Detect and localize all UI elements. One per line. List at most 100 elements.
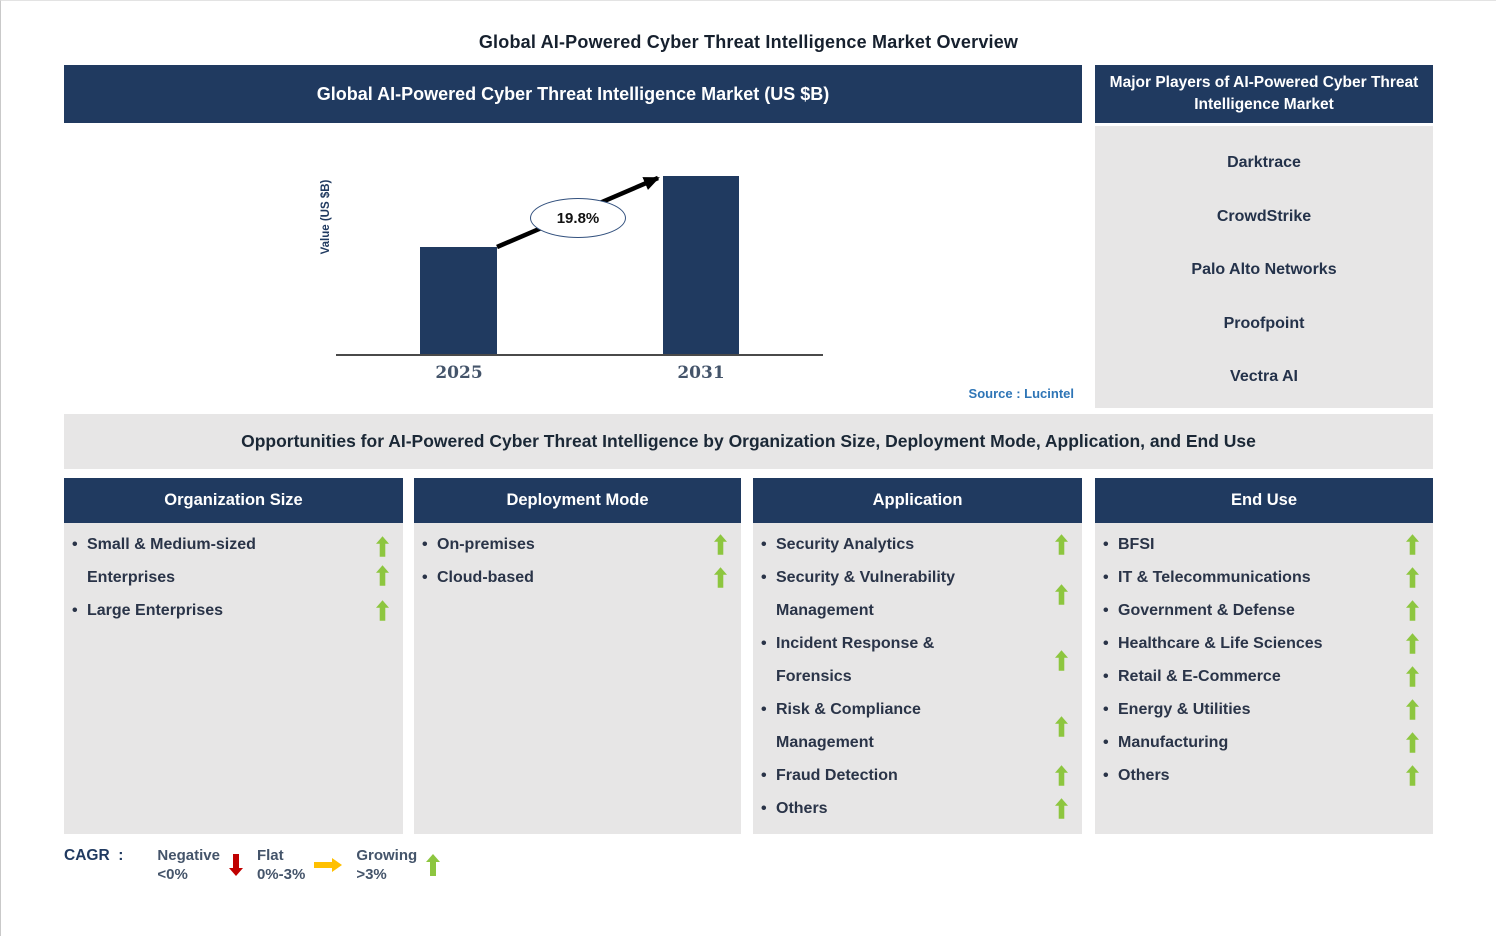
growth-up-arrow-icon [1055, 798, 1068, 819]
chart-panel-header: Global AI-Powered Cyber Threat Intellige… [64, 65, 1082, 123]
company-name: CrowdStrike [1216, 207, 1312, 225]
bullet-icon: • [1103, 601, 1109, 619]
x-tick-2031: 2031 [677, 363, 725, 383]
item-trend-arrows [1404, 627, 1421, 660]
legend-entry-name: Negative [157, 847, 220, 864]
opportunity-column-deployment-mode: Deployment Mode•On-premises•Cloud-based [414, 478, 741, 834]
legend-entry-range: <0% [157, 866, 188, 883]
item-label: BFSI [1118, 535, 1155, 553]
bullet-icon: • [422, 535, 428, 553]
item-trend-arrows [712, 561, 729, 594]
bullet-icon: • [1103, 634, 1109, 652]
list-item: • Government & Defense [1103, 594, 1421, 627]
opportunities-title: Opportunities for AI-Powered Cyber Threa… [241, 431, 1256, 452]
growth-up-arrow-icon [1055, 649, 1068, 671]
item-trend-arrows [1053, 759, 1070, 792]
list-item: •Cloud-based [422, 561, 729, 594]
page-title: Global AI-Powered Cyber Threat Intellige… [478, 32, 1019, 52]
bullet-icon: • [72, 601, 78, 619]
bullet-icon: • [761, 568, 767, 586]
legend-entry-range: 0%-3% [256, 866, 306, 883]
list-item: •Incident Response &Forensics [761, 627, 1070, 693]
growth-arrow [496, 175, 660, 250]
column-header: End Use [1095, 478, 1433, 523]
item-label: Others [1118, 766, 1170, 784]
column-header: Deployment Mode [414, 478, 741, 523]
chart-panel-title: Global AI-Powered Cyber Threat Intellige… [316, 83, 830, 104]
bullet-icon: • [1103, 535, 1109, 553]
down-trend-arrow-icon [228, 854, 243, 876]
column-body: •On-premises•Cloud-based [414, 523, 741, 834]
company-name: Darktrace [1227, 154, 1301, 171]
legend-entry-negative: Negative <0% [157, 846, 243, 884]
item-label: Security Analytics [776, 535, 915, 553]
growth-up-arrow-icon [1406, 699, 1419, 720]
x-axis-line [336, 354, 823, 356]
major-players-header: Major Players of AI-Powered Cyber Threat… [1095, 65, 1433, 123]
item-trend-arrows [1404, 660, 1421, 693]
item-label: Government & Defense [1118, 601, 1295, 619]
company-name: Proofpoint [1223, 314, 1305, 332]
list-item: • Energy & Utilities [1103, 693, 1421, 726]
legend-entry-range: >3% [356, 866, 387, 883]
bullet-icon: • [1103, 568, 1109, 586]
growth-up-arrow-icon [1055, 765, 1068, 786]
item-label: IT & Telecommunications [1118, 568, 1311, 586]
item-trend-arrows [1053, 528, 1070, 561]
list-item: • Others [761, 792, 1070, 825]
company-name: Palo Alto Networks [1191, 261, 1337, 278]
item-label: Management [776, 733, 874, 751]
item-label: Energy & Utilities [1118, 700, 1251, 718]
item-trend-arrows [1404, 726, 1421, 759]
growth-up-arrow-icon [1055, 715, 1068, 737]
item-trend-arrows [1053, 792, 1070, 825]
item-label: Forensics [776, 667, 852, 685]
list-item: • IT & Telecommunications [1103, 561, 1421, 594]
item-trend-arrows [374, 528, 391, 594]
growth-up-arrow-icon [1406, 765, 1419, 786]
bullet-icon: • [761, 799, 767, 817]
item-label: Small & Medium-sized [87, 535, 256, 553]
item-label: Enterprises [87, 568, 176, 586]
list-item: •Fraud Detection [761, 759, 1070, 792]
bar-chart: Value (US $B) 19.8% 2025 2031 Source : L… [64, 123, 1082, 408]
item-trend-arrows [1053, 561, 1070, 627]
item-label: Fraud Detection [776, 766, 898, 784]
cagr-legend-label: CAGR : [64, 847, 124, 864]
growth-up-arrow-icon [1406, 600, 1419, 621]
bullet-icon: • [72, 535, 78, 553]
growth-up-arrow-icon [376, 600, 389, 621]
up-trend-arrow-icon [426, 854, 441, 876]
x-tick-2025: 2025 [435, 363, 483, 383]
item-trend-arrows [1404, 561, 1421, 594]
column-body: • BFSI • IT & Telecommunications • Government… [1095, 523, 1433, 834]
growth-up-arrow-icon [1055, 534, 1068, 555]
list-item: • Healthcare & Life Sciences [1103, 627, 1421, 660]
bullet-icon: • [1103, 667, 1109, 685]
bullet-icon: • [1103, 700, 1109, 718]
item-trend-arrows [374, 594, 391, 627]
item-label: Healthcare & Life Sciences [1118, 634, 1323, 652]
item-trend-arrows [1053, 693, 1070, 759]
column-header: Application [753, 478, 1082, 523]
item-label: Retail & E-Commerce [1118, 667, 1281, 685]
list-item: • BFSI [1103, 528, 1421, 561]
item-label: Management [776, 601, 874, 619]
list-item: •Large Enterprises [72, 594, 391, 627]
item-label: Incident Response & [776, 634, 935, 652]
legend-entry-name: Growing [356, 847, 418, 864]
item-trend-arrows [1404, 594, 1421, 627]
bar-2031 [663, 176, 739, 354]
item-trend-arrows [1404, 693, 1421, 726]
item-label: Others [776, 799, 828, 817]
growth-up-arrow-icon [376, 536, 389, 557]
bullet-icon: • [1103, 766, 1109, 784]
cagr-annotation-value: 19.8% [556, 209, 600, 227]
item-label: Risk & Compliance [776, 700, 921, 718]
